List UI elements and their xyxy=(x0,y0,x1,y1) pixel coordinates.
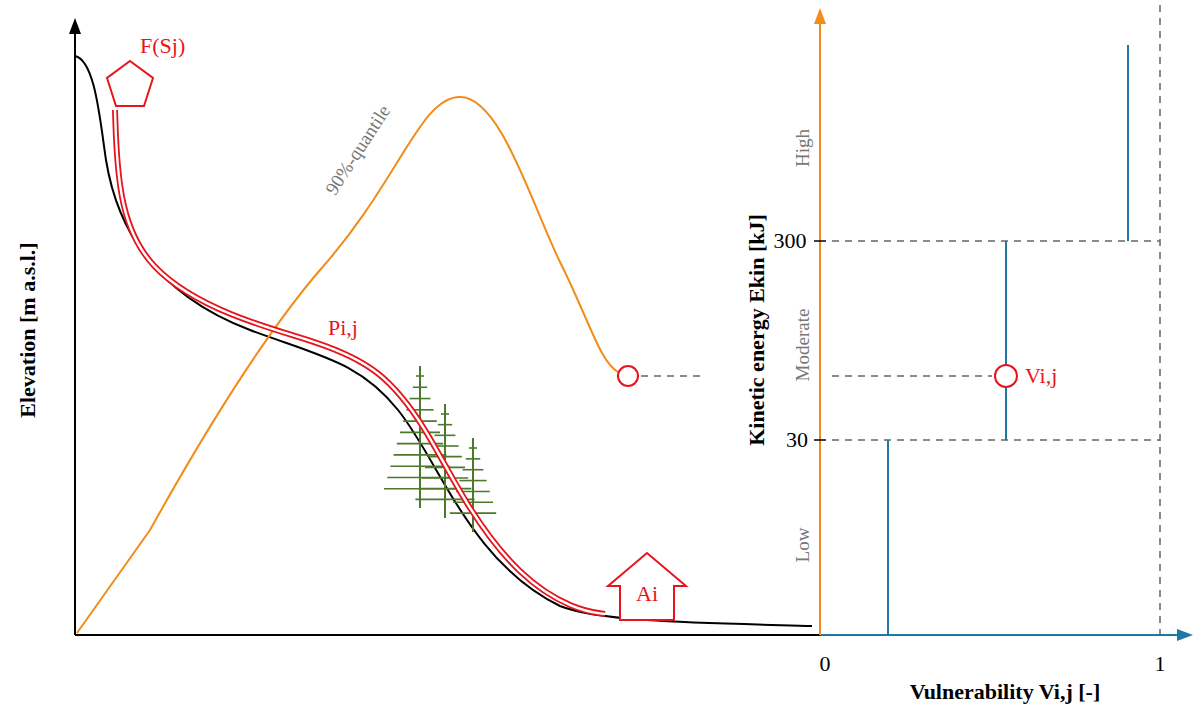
node-label: F(Sj) xyxy=(140,32,185,60)
tree-branch xyxy=(416,375,424,377)
vulnerability-step xyxy=(1127,45,1129,241)
tree-branch xyxy=(428,456,462,458)
vulnerability-point: Vi,j xyxy=(993,362,1083,390)
vulnerability-axis xyxy=(820,634,1182,636)
axis-title: Elevation [m a.s.l.] xyxy=(15,242,41,417)
tree-branch xyxy=(466,458,480,460)
source-pentagon xyxy=(107,61,153,106)
energy-marker xyxy=(618,366,638,386)
max-vulnerability-line xyxy=(1159,5,1161,635)
projection-line xyxy=(832,375,992,377)
node-label: Vi,j xyxy=(1025,362,1057,390)
asset: Ai xyxy=(605,550,689,622)
class-label: Low xyxy=(790,528,816,563)
tree-branch xyxy=(435,435,456,437)
tick-label: 0 xyxy=(820,651,831,677)
energy-axis xyxy=(819,22,821,635)
trajectory-path xyxy=(115,110,605,614)
quantile-curve xyxy=(77,97,618,633)
tree-branch xyxy=(453,501,493,503)
vulnerability-marker xyxy=(995,365,1017,387)
tree-branch xyxy=(469,447,477,449)
curve-label: 90%-quantile xyxy=(319,100,397,200)
elevation-axis xyxy=(74,30,76,635)
class-label: High xyxy=(790,129,816,167)
source-area: F(Sj) xyxy=(100,30,210,110)
tree-branch xyxy=(438,424,452,426)
class-boundary xyxy=(832,240,1160,242)
tick-label: 1 xyxy=(1155,651,1166,677)
axis-arrowhead xyxy=(1177,629,1193,641)
path-gap xyxy=(115,110,605,614)
terrain-profile xyxy=(75,56,812,626)
distance-axis xyxy=(75,634,820,636)
tree-branch xyxy=(410,398,431,400)
axis-arrowhead xyxy=(814,8,826,24)
tree-branch xyxy=(400,432,440,434)
projection-line xyxy=(641,375,700,377)
tick-label: 300 xyxy=(774,228,807,254)
class-boundary xyxy=(832,439,1160,441)
forest xyxy=(384,366,496,532)
tree-branch xyxy=(459,480,486,482)
tree-branch xyxy=(441,413,449,415)
node-label: Ai xyxy=(605,580,689,608)
path-label: Pi,j xyxy=(326,316,360,340)
axis-title: Kinetic energy Ekin [kJ] xyxy=(744,214,770,446)
vulnerability-step xyxy=(887,440,889,635)
tree-branch xyxy=(422,477,468,479)
tree-branch xyxy=(413,386,427,388)
tree-branch xyxy=(463,469,484,471)
path-group xyxy=(115,110,605,614)
tick xyxy=(814,240,826,242)
axis-arrowhead xyxy=(69,18,81,34)
tree-branch xyxy=(419,488,472,490)
axis-title: Vulnerability Vi,j [-] xyxy=(910,679,1100,705)
vulnerability-step xyxy=(1005,241,1007,440)
tick xyxy=(814,439,826,441)
class-label: Moderate xyxy=(790,309,816,382)
tick-label: 30 xyxy=(786,427,808,453)
node-shape xyxy=(993,362,1019,390)
